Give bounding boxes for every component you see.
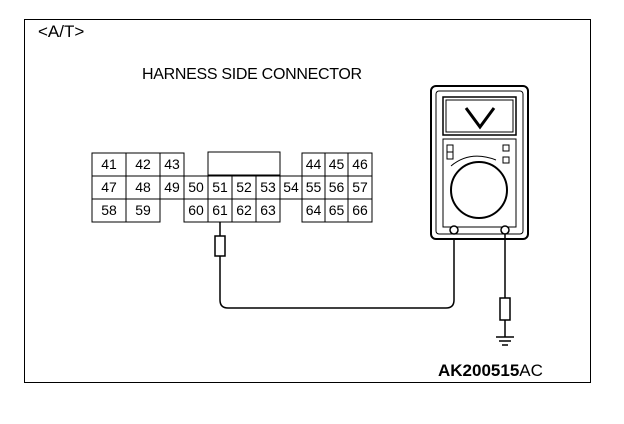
connector-pin: 62: [236, 202, 252, 218]
voltmeter-icon: [430, 85, 529, 240]
connector-pin: 49: [164, 179, 180, 195]
connector-pin: 52: [236, 179, 252, 195]
ground-lead: [499, 234, 511, 337]
connector-pin: 42: [135, 156, 151, 172]
connector-pin: 45: [328, 156, 345, 172]
diagram-title: <A/T>: [38, 22, 85, 41]
connector-pin: 59: [135, 202, 151, 218]
connector-pin: 63: [260, 202, 276, 218]
connector-pin: 64: [305, 202, 322, 218]
connector-pin: 54: [283, 179, 299, 195]
connector-pin: 48: [135, 179, 151, 195]
connector-pin: 41: [101, 156, 117, 172]
connector-pin: 66: [352, 202, 368, 218]
connector-pin: 53: [260, 179, 276, 195]
connector-pin: 46: [352, 156, 368, 172]
connector-pin: 44: [305, 156, 322, 172]
connector-pin: 60: [188, 202, 204, 218]
connector-pin: 56: [328, 179, 345, 195]
figure-code-bold: AK200515: [438, 361, 520, 380]
connector-pin: 47: [101, 179, 117, 195]
connector-pin-probed: 61: [212, 202, 228, 218]
connector-pin: 57: [352, 179, 368, 195]
connector-pin: 55: [305, 179, 322, 195]
connector-pin: 50: [188, 179, 204, 195]
connector-pin: 51: [212, 179, 228, 195]
figure-code-suffix: AC: [519, 361, 543, 380]
figure-code: AK200515AC: [438, 361, 543, 381]
ground-icon: [496, 336, 514, 346]
connector-hood: [207, 151, 281, 176]
connector-caption: HARNESS SIDE CONNECTOR: [142, 66, 362, 83]
connector-grid: [91, 152, 373, 223]
connector-pin: 43: [164, 156, 180, 172]
connector-pin: 58: [101, 202, 117, 218]
probe-lead: [214, 222, 455, 309]
connector-pin: 65: [328, 202, 345, 218]
